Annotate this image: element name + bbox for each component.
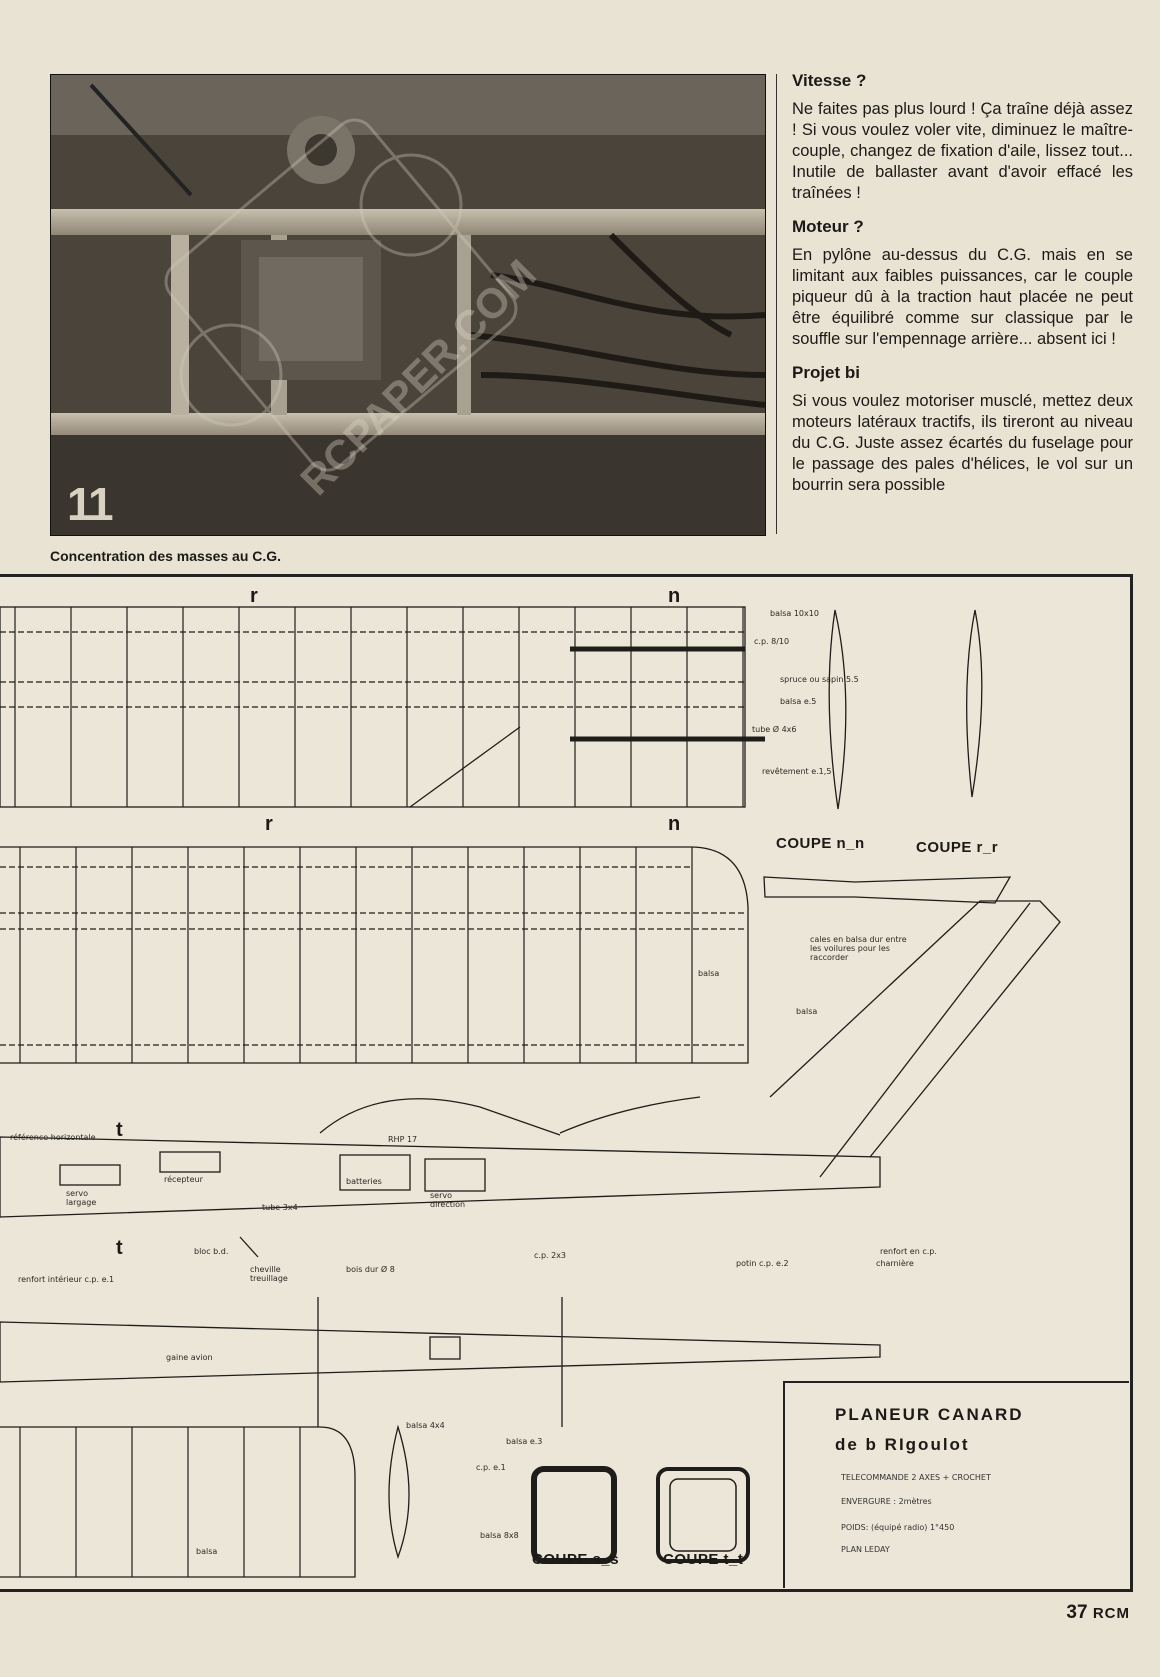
column-rule xyxy=(776,74,777,534)
label-balsa10x10: balsa 10x10 xyxy=(770,609,819,618)
spec-telecommande: TELECOMMANDE 2 AXES + CROCHET xyxy=(841,1473,991,1482)
label-cp: c.p. 8/10 xyxy=(754,637,790,646)
plan-author: de b RIgoulot xyxy=(835,1435,970,1454)
fuselage-top xyxy=(0,1321,881,1383)
label-gaine: gaine avion xyxy=(166,1353,213,1362)
label-bloc-bd: bloc b.d. xyxy=(194,1247,229,1256)
spec-plan: PLAN LEDAY xyxy=(841,1545,890,1554)
paragraph-projet-bi: Si vous voulez motoriser musclé, mettez … xyxy=(792,392,1133,494)
fin xyxy=(769,900,1061,1158)
magazine-brand: RCM xyxy=(1092,1605,1130,1622)
label-potin: potin c.p. e.2 xyxy=(736,1259,789,1268)
label-balsa-8x8: balsa 8x8 xyxy=(480,1531,519,1540)
spec-poids: POIDS: (équipé radio) 1°450 xyxy=(841,1523,955,1532)
coupe-rr-label: COUPE r_r xyxy=(916,839,999,856)
section-mark-r-bottom: r xyxy=(265,813,273,835)
dihedral-view xyxy=(763,876,1012,904)
label-recepteur: récepteur xyxy=(164,1175,203,1184)
page-number: 37 xyxy=(1066,1602,1088,1623)
section-tt-frame xyxy=(656,1467,750,1563)
plan-drawing xyxy=(0,606,1061,1578)
wing-ribs xyxy=(14,607,744,1577)
label-renfort-interieur: renfort intérieur c.p. e.1 xyxy=(18,1275,115,1284)
coupe-tt-label: COUPE t_t xyxy=(663,1551,744,1568)
page-footer: 37 RCM xyxy=(1066,1602,1130,1624)
coupe-nn-label: COUPE n_n xyxy=(776,835,865,852)
article-column: Vitesse ? Ne faites pas plus lourd ! Ça … xyxy=(792,70,1133,508)
heading-moteur: Moteur ? xyxy=(792,217,864,236)
spec-envergure: ENVERGURE : 2mètres xyxy=(841,1497,932,1506)
section-nn-profile xyxy=(828,609,847,810)
model-fuselage-photo: RCPAPER.COM xyxy=(51,75,765,535)
label-cheville: cheville treuillage xyxy=(250,1265,288,1283)
section-wing-profile xyxy=(388,1424,410,1560)
coupe-ss-label: COUPE s_s xyxy=(532,1551,620,1568)
main-wing-plan xyxy=(0,846,749,1064)
label-renfort-cp: renfort en c.p. xyxy=(880,1247,937,1256)
label-balsa-4x4: balsa 4x4 xyxy=(406,1421,445,1430)
plan-title: PLANEUR CANARD xyxy=(835,1405,1024,1424)
label-charniere: charnière xyxy=(876,1259,914,1268)
label-balsa-e3: balsa e.3 xyxy=(506,1437,543,1446)
label-ref-horizontale: référence horizontale xyxy=(10,1133,96,1142)
heading-vitesse: Vitesse ? xyxy=(792,71,867,90)
label-servo-largage: servo largage xyxy=(66,1189,97,1207)
label-balsa-e5: balsa e.5 xyxy=(780,697,817,706)
photo-caption: Concentration des masses au C.G. xyxy=(50,548,282,564)
label-spruce: spruce ou sapin 5.5 xyxy=(780,675,859,684)
photo-11: RCPAPER.COM 11 xyxy=(50,74,766,536)
canard-wing-plan xyxy=(0,606,746,808)
glider-plan: r n r n t t COUPE n_n COUPE r_r COUPE s_… xyxy=(0,574,1133,1592)
section-mark-t-top: t xyxy=(116,1119,123,1141)
label-cales: cales en balsa dur entre les voilures po… xyxy=(810,935,907,962)
paragraph-moteur: En pylône au-dessus du C.G. mais en se l… xyxy=(792,246,1133,348)
plan-title-block: PLANEUR CANARD de b RIgoulot TELECOMMAND… xyxy=(783,1381,1129,1588)
section-mark-t-bottom: t xyxy=(116,1237,123,1259)
label-revetement: revêtement e.1,5 xyxy=(762,767,832,776)
fuselage-side xyxy=(0,1136,881,1218)
photo-number: 11 xyxy=(67,478,114,530)
label-cp-e1: c.p. e.1 xyxy=(476,1463,506,1472)
section-rr-profile xyxy=(966,609,983,798)
label-cp-2x3: c.p. 2x3 xyxy=(534,1251,567,1260)
wing-tip-plan xyxy=(0,1426,356,1578)
label-bois-dur: bois dur Ø 8 xyxy=(346,1265,395,1274)
label-tube-3x4: tube 3x4 xyxy=(262,1203,298,1212)
label-batteries: batteries xyxy=(346,1177,382,1186)
section-mark-n-top: n xyxy=(668,585,681,607)
label-balsa-tip: balsa xyxy=(196,1547,218,1556)
label-tube: tube Ø 4x6 xyxy=(752,725,797,734)
label-rhp: RHP 17 xyxy=(388,1135,418,1144)
label-balsa-wing: balsa xyxy=(698,969,720,978)
section-mark-r-top: r xyxy=(250,585,258,607)
paragraph-vitesse: Ne faites pas plus lourd ! Ça traîne déj… xyxy=(792,100,1133,202)
label-servo-direction: servo direction xyxy=(430,1191,466,1209)
heading-projet-bi: Projet bi xyxy=(792,363,861,382)
section-ss-frame xyxy=(531,1466,617,1564)
label-balsa-fin: balsa xyxy=(796,1007,818,1016)
section-mark-n-bottom: n xyxy=(668,813,681,835)
